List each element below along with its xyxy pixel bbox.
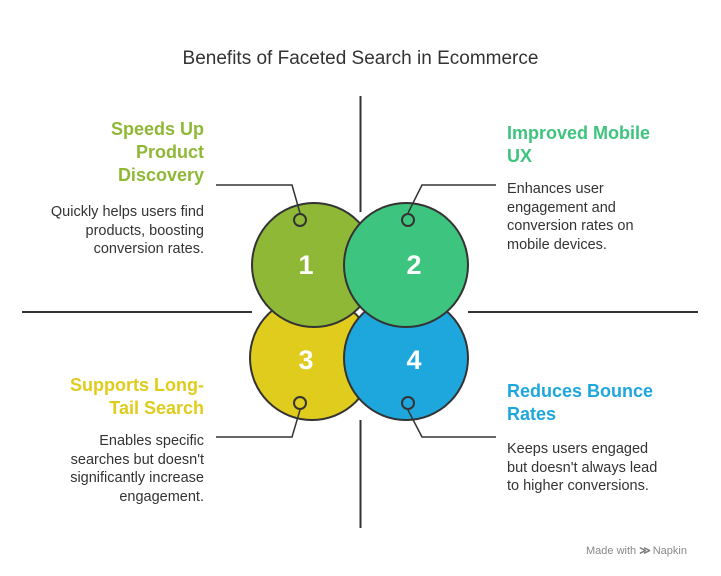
number-3: 3 [298,345,313,375]
connector-dot-4 [401,396,415,410]
connector-3 [216,409,301,438]
connector-dot-1 [293,213,307,227]
credit-brand: Napkin [652,545,687,557]
description-1: Quickly helps users find products, boost… [50,204,204,257]
description-2: Enhances user engagement and conversion … [507,181,634,253]
diagram-title: Benefits of Faceted Search in Ecommerce [182,48,539,69]
heading-speeds-up-product-discovery: Speeds Up Product Discovery [110,119,204,185]
number-4: 4 [406,345,421,375]
heading-supports-long-tail-search: Supports Long- Tail Search [70,375,204,418]
circle-2 [343,202,469,328]
connector-dot-2 [401,213,415,227]
heading-reduces-bounce-rates: Reduces Bounce Rates [507,381,654,424]
heading-improved-mobile-ux: Improved Mobile UX [507,123,651,166]
description-3: Enables specific searches but doesn't si… [70,433,204,505]
number-1: 1 [298,250,313,280]
napkin-logo-icon: ≫ [639,545,651,557]
connector-dot-3 [293,396,307,410]
connector-1 [216,184,301,214]
number-2: 2 [406,250,421,280]
connector-4 [407,409,496,438]
credit-prefix: Made with [586,545,637,557]
description-4: Keeps users engaged but doesn't always l… [507,441,658,494]
connector-2 [407,184,496,214]
made-with-napkin-credit: Made with ≫Napkin [586,544,687,557]
